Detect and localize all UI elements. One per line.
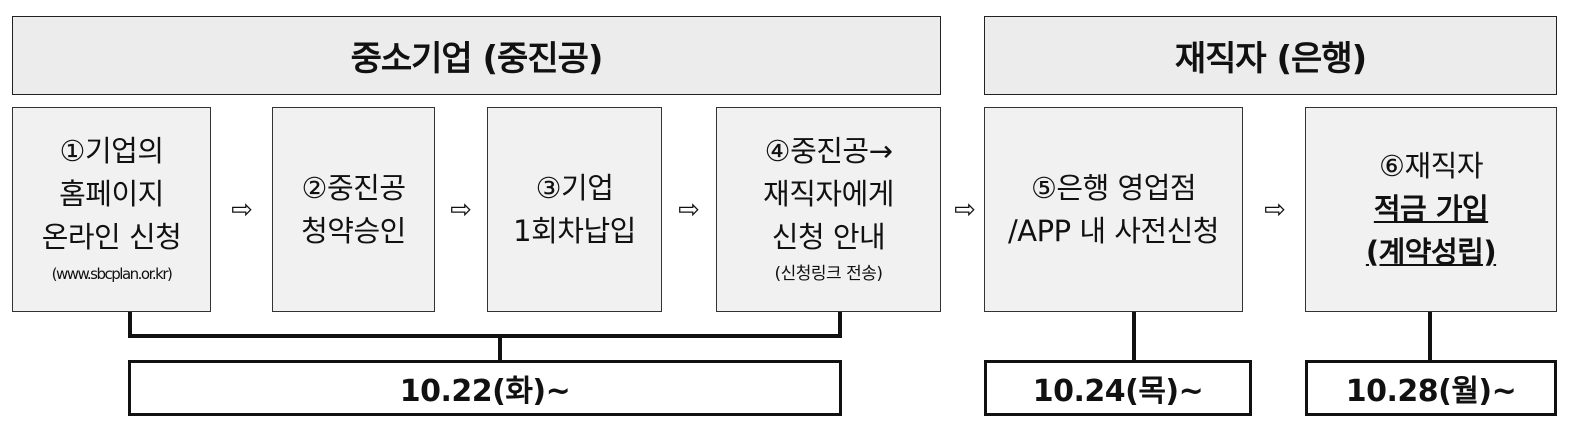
step-6-line-1: ⑥재직자 [1378,149,1484,183]
step-1-online-application: ①기업의 홈페이지 온라인 신청 (www.sbcplan.or.kr) [12,107,211,312]
header-sme: 중소기업 (중진공) [12,16,941,95]
date-box-bank-apply: 10.24(목)~ [984,360,1252,416]
step-4-line-1: ④중진공→ [764,134,893,168]
step-6-emphasis-1: 적금 가입 [1373,192,1489,226]
step-1-url-note: (www.sbcplan.or.kr) [51,265,173,283]
connector-horizontal [128,334,842,338]
step-3-line-2: 1회차납입 [513,213,636,248]
step-3-line-1: ③기업 [535,170,614,205]
step-1-line-1: ①기업의 [59,134,164,168]
date-box-sme: 10.22(화)~ [128,360,842,416]
connector-center-drop [498,334,502,362]
step-5-line-2: /APP 내 사전신청 [1008,213,1219,248]
arrow-right-icon: ⇨ [678,195,700,225]
connector-left-drop [128,312,132,338]
connector-right-drop [838,312,842,338]
header-sme-label: 중소기업 (중진공) [350,39,604,79]
step-3-first-payment: ③기업 1회차납입 [487,107,662,312]
step-1-line-3: 온라인 신청 [41,220,182,254]
step-6-emphasis-2: (계약성립) [1365,235,1497,269]
connector-step5-drop [1132,312,1136,362]
step-2-line-2: 청약승인 [301,213,406,248]
header-employee-label: 재직자 (은행) [1174,39,1367,79]
step-5-bank-pre-application: ⑤은행 영업점 /APP 내 사전신청 [984,107,1243,312]
step-4-line-3: 신청 안내 [771,220,886,254]
arrow-right-icon: ⇨ [954,195,976,225]
arrow-right-icon: ⇨ [231,195,253,225]
connector-step6-drop [1428,312,1432,362]
arrow-right-icon: ⇨ [450,195,472,225]
step-4-guide-to-employee: ④중진공→ 재직자에게 신청 안내 (신청링크 전송) [716,107,941,312]
step-4-note: (신청링크 전송) [774,264,883,284]
date-sme: 10.22(화)~ [399,374,571,409]
date-contract: 10.28(월)~ [1345,374,1517,409]
step-1-line-2: 홈페이지 [59,177,164,211]
step-6-savings-enrollment: ⑥재직자 적금 가입 (계약성립) [1305,107,1557,312]
step-2-line-1: ②중진공 [301,170,406,205]
date-box-contract: 10.28(월)~ [1305,360,1557,416]
arrow-right-icon: ⇨ [1264,195,1286,225]
header-employee: 재직자 (은행) [984,16,1557,95]
step-4-line-2: 재직자에게 [763,177,894,211]
step-5-line-1: ⑤은행 영업점 [1030,170,1197,205]
step-2-approval: ②중진공 청약승인 [272,107,435,312]
date-bank-apply: 10.24(목)~ [1032,374,1204,409]
